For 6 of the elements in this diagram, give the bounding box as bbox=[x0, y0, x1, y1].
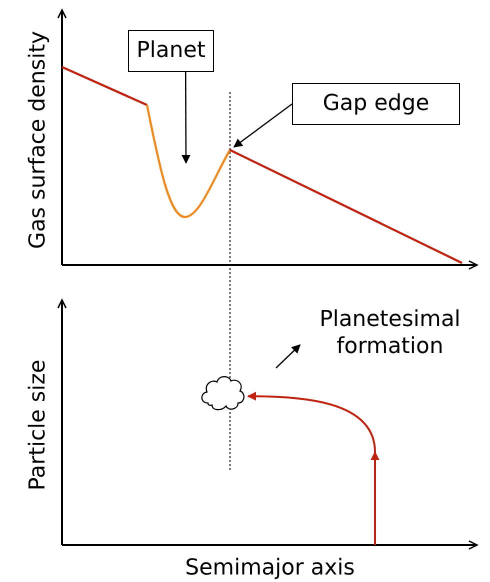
axis-label: Semimajor axis bbox=[185, 556, 355, 580]
label-box: Gap edge bbox=[292, 83, 460, 125]
label-box: Planet bbox=[128, 30, 214, 72]
axis-label: Gas surface density bbox=[26, 31, 50, 249]
annotation-text: Planetesimal formation bbox=[300, 300, 480, 366]
axis-label: Particle size bbox=[26, 360, 50, 490]
